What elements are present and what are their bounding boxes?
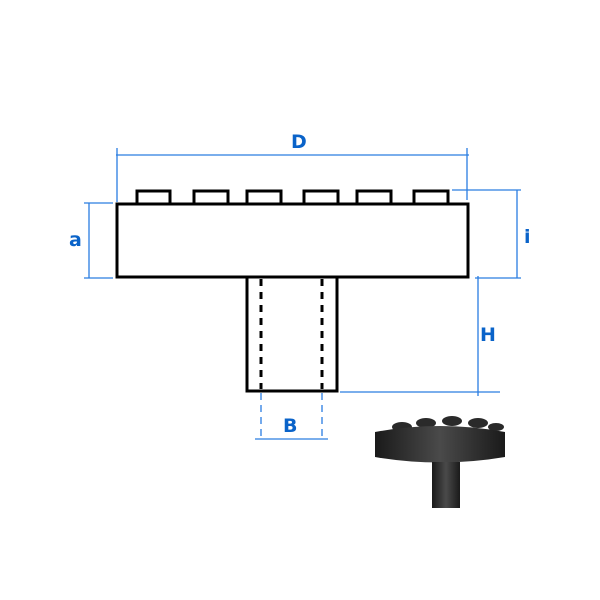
label-H: H <box>480 324 496 346</box>
dimension-lines <box>84 148 521 440</box>
label-i: i <box>524 226 531 248</box>
bore-hidden-lines <box>259 279 324 389</box>
label-a: a <box>69 229 82 251</box>
label-D: D <box>291 131 307 153</box>
label-B: B <box>283 415 298 437</box>
part-outline <box>115 189 470 393</box>
product-photo <box>375 416 505 508</box>
